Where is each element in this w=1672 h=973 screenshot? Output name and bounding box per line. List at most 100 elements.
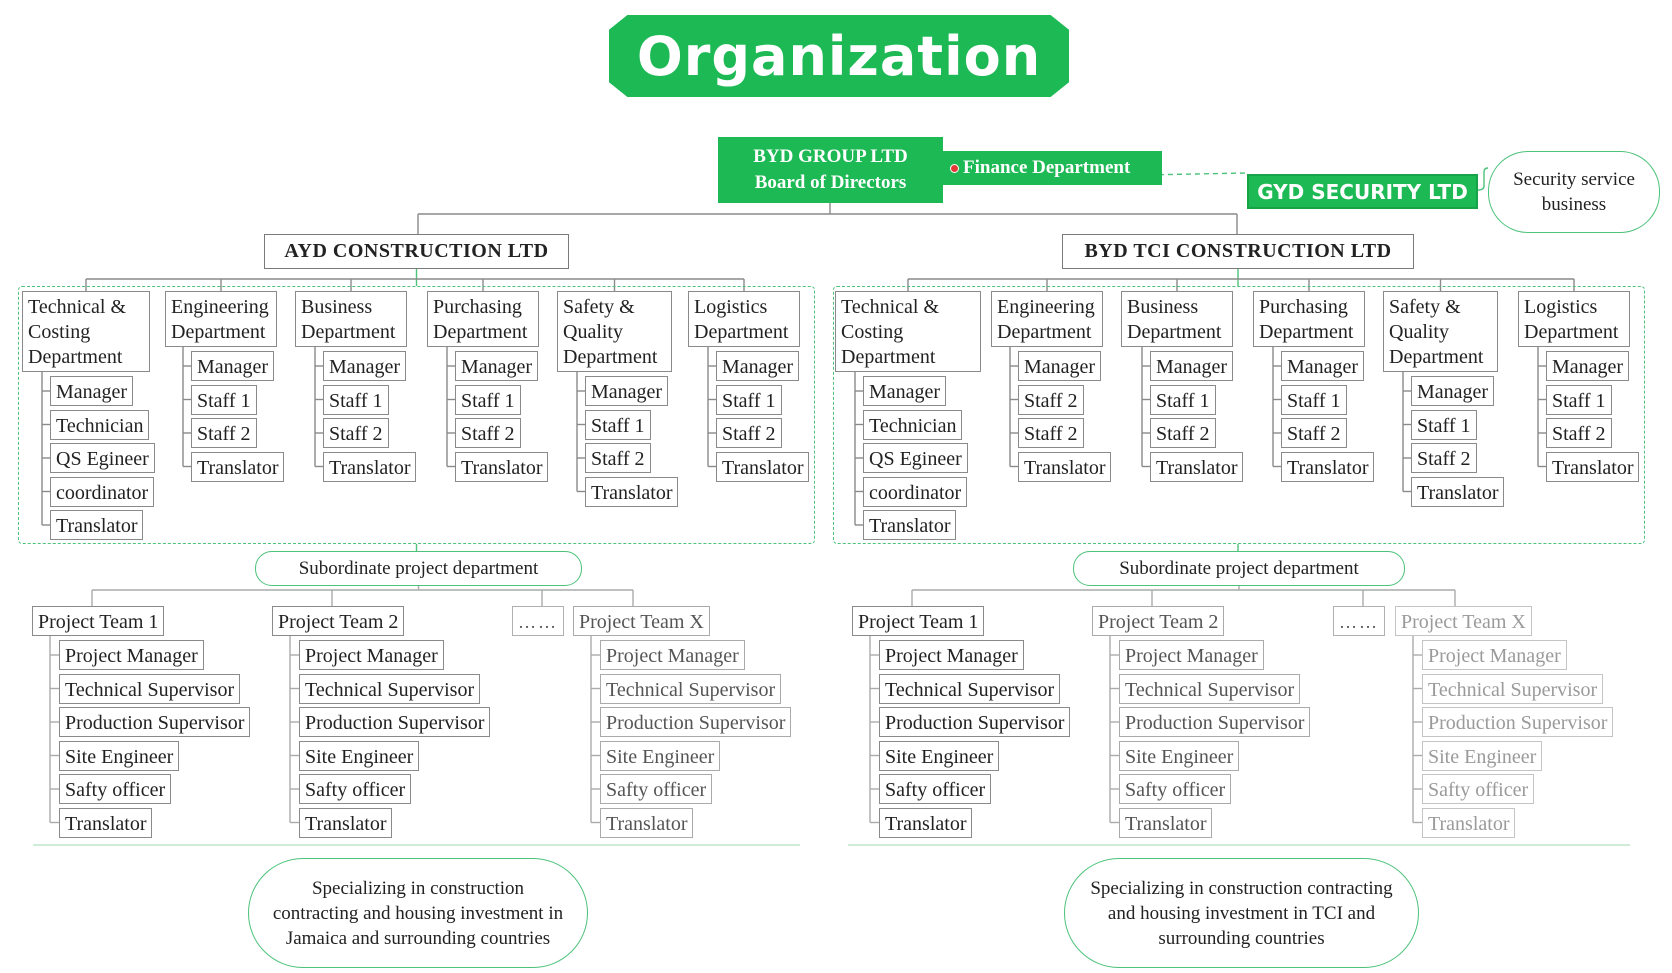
department-node[interactable]: Purchasing Department	[427, 291, 539, 347]
role-node[interactable]: Translator	[585, 476, 679, 507]
team-role-node[interactable]: Safty officer	[1119, 774, 1232, 804]
team-role-node[interactable]: Technical Supervisor	[879, 673, 1061, 704]
role-node[interactable]: Staff 2	[1546, 418, 1612, 448]
project-team-node[interactable]: Project Team 1	[852, 606, 985, 636]
department-node[interactable]: Technical & Costing Department	[22, 291, 150, 372]
role-node[interactable]: Translator	[863, 510, 957, 540]
team-role-node[interactable]: Safty officer	[1422, 774, 1535, 804]
role-node[interactable]: Staff 2	[1150, 418, 1216, 448]
finance-department-node[interactable]: Finance Department	[940, 151, 1162, 185]
security-company-node[interactable]: GYD SECURITY LTD	[1247, 174, 1478, 209]
role-node[interactable]: Manager	[1018, 351, 1102, 381]
team-role-node[interactable]: Production Supervisor	[1422, 707, 1614, 737]
role-node[interactable]: Translator	[50, 510, 144, 540]
role-node[interactable]: Staff 1	[585, 409, 651, 440]
role-node[interactable]: Manager	[1281, 351, 1365, 381]
role-node[interactable]: Staff 1	[1281, 384, 1347, 415]
role-node[interactable]: Staff 2	[1281, 418, 1347, 448]
role-node[interactable]: Staff 2	[191, 418, 257, 448]
team-role-node[interactable]: Production Supervisor	[600, 707, 792, 737]
role-node[interactable]: Manager	[1150, 351, 1234, 381]
role-node[interactable]: Translator	[455, 451, 549, 482]
role-node[interactable]: Manager	[455, 351, 539, 381]
role-node[interactable]: Translator	[1150, 451, 1244, 482]
team-role-node[interactable]: Safty officer	[59, 774, 172, 804]
team-role-node[interactable]: Project Manager	[600, 640, 745, 670]
role-node[interactable]: Staff 1	[191, 384, 257, 415]
role-node[interactable]: Translator	[323, 451, 417, 482]
team-role-node[interactable]: Project Manager	[299, 640, 444, 670]
project-team-node[interactable]: Project Team 2	[1092, 606, 1225, 636]
department-node[interactable]: Business Department	[1121, 291, 1233, 347]
role-node[interactable]: coordinator	[50, 476, 155, 507]
team-role-node[interactable]: Project Manager	[1119, 640, 1264, 670]
team-role-node[interactable]: Project Manager	[1422, 640, 1567, 670]
role-node[interactable]: Staff 2	[455, 418, 521, 448]
role-node[interactable]: Staff 2	[585, 443, 651, 473]
team-role-node[interactable]: Site Engineer	[600, 740, 721, 771]
role-node[interactable]: Manager	[585, 376, 669, 406]
department-node[interactable]: Logistics Department	[1518, 291, 1630, 347]
team-role-node[interactable]: Translator	[879, 807, 973, 838]
department-node[interactable]: Business Department	[295, 291, 407, 347]
team-role-node[interactable]: Technical Supervisor	[1119, 673, 1301, 704]
team-role-node[interactable]: Safty officer	[600, 774, 713, 804]
team-role-node[interactable]: Site Engineer	[1119, 740, 1240, 771]
team-role-node[interactable]: Project Manager	[879, 640, 1024, 670]
company-node[interactable]: BYD TCI CONSTRUCTION LTD	[1062, 234, 1414, 269]
role-node[interactable]: Manager	[50, 376, 134, 406]
role-node[interactable]: QS Egineer	[863, 443, 968, 473]
department-node[interactable]: Purchasing Department	[1253, 291, 1365, 347]
role-node[interactable]: Staff 2	[1018, 418, 1084, 448]
role-node[interactable]: Staff 1	[1150, 384, 1216, 415]
team-role-node[interactable]: Translator	[1119, 807, 1213, 838]
department-node[interactable]: Safety & Quality Department	[1383, 291, 1498, 372]
team-role-node[interactable]: Site Engineer	[59, 740, 180, 771]
team-role-node[interactable]: Production Supervisor	[59, 707, 251, 737]
team-role-node[interactable]: Safty officer	[879, 774, 992, 804]
subordinate-project-pill[interactable]: Subordinate project department	[1073, 551, 1405, 586]
role-node[interactable]: Translator	[1546, 451, 1640, 482]
team-role-node[interactable]: Site Engineer	[879, 740, 1000, 771]
role-node[interactable]: Staff 1	[716, 384, 782, 415]
team-role-node[interactable]: Production Supervisor	[1119, 707, 1311, 737]
role-node[interactable]: Staff 1	[1411, 409, 1477, 440]
team-role-node[interactable]: Production Supervisor	[879, 707, 1071, 737]
role-node[interactable]: Staff 1	[1546, 384, 1612, 415]
role-node[interactable]: Translator	[1018, 451, 1112, 482]
department-node[interactable]: Safety & Quality Department	[557, 291, 672, 372]
team-role-node[interactable]: Translator	[1422, 807, 1516, 838]
department-node[interactable]: Engineering Department	[165, 291, 277, 347]
project-team-node[interactable]: Project Team 1	[32, 606, 165, 636]
role-node[interactable]: Manager	[1546, 351, 1630, 381]
role-node[interactable]: Translator	[1281, 451, 1375, 482]
role-node[interactable]: Translator	[716, 451, 810, 482]
team-role-node[interactable]: Safty officer	[299, 774, 412, 804]
team-role-node[interactable]: Site Engineer	[299, 740, 420, 771]
role-node[interactable]: Translator	[1411, 476, 1505, 507]
team-role-node[interactable]: Technical Supervisor	[600, 673, 782, 704]
role-node[interactable]: Manager	[191, 351, 275, 381]
team-role-node[interactable]: Translator	[600, 807, 694, 838]
team-role-node[interactable]: Site Engineer	[1422, 740, 1543, 771]
role-node[interactable]: Staff 2	[1411, 443, 1477, 473]
subordinate-project-pill[interactable]: Subordinate project department	[255, 551, 582, 586]
role-node[interactable]: Technician	[863, 409, 963, 440]
role-node[interactable]: Manager	[863, 376, 947, 406]
project-team-node[interactable]: Project Team X	[573, 606, 710, 636]
role-node[interactable]: Translator	[191, 451, 285, 482]
department-node[interactable]: Engineering Department	[991, 291, 1103, 347]
root-node[interactable]: BYD GROUP LTD Board of Directors	[718, 137, 943, 203]
role-node[interactable]: QS Egineer	[50, 443, 155, 473]
team-role-node[interactable]: Translator	[299, 807, 393, 838]
role-node[interactable]: Staff 2	[716, 418, 782, 448]
role-node[interactable]: Technician	[50, 409, 150, 440]
team-role-node[interactable]: Production Supervisor	[299, 707, 491, 737]
team-role-node[interactable]: Technical Supervisor	[1422, 673, 1604, 704]
role-node[interactable]: Manager	[716, 351, 800, 381]
team-role-node[interactable]: Project Manager	[59, 640, 204, 670]
role-node[interactable]: Staff 2	[323, 418, 389, 448]
department-node[interactable]: Technical & Costing Department	[835, 291, 981, 372]
project-team-node[interactable]: Project Team 2	[272, 606, 405, 636]
project-team-node[interactable]: Project Team X	[1395, 606, 1532, 636]
